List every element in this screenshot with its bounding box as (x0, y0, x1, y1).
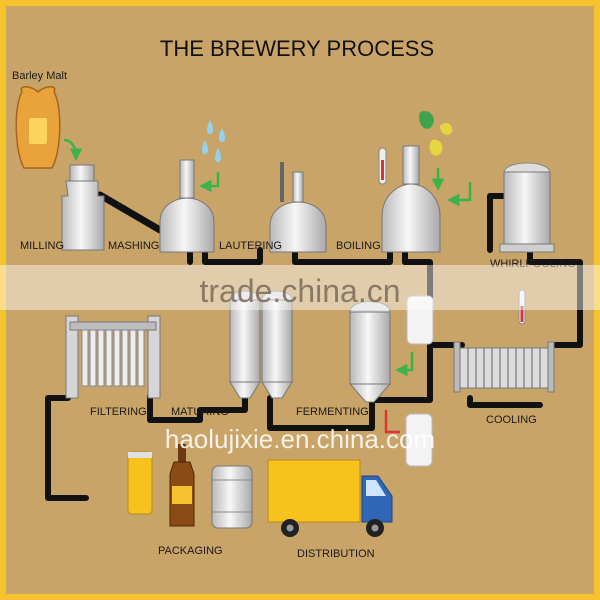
boil-kettle-icon (381, 145, 441, 253)
step-label-whirlpooling: WHIRLPOOLING (490, 258, 576, 270)
mill-hopper-icon (61, 164, 105, 251)
distribution-step: DISTRIBUTION (267, 459, 393, 560)
pipe-mill-to-mash (96, 191, 164, 234)
beer-bottle-icon (169, 444, 195, 527)
step-label-packaging: PACKAGING (158, 545, 223, 557)
hops-arrow-icon (447, 182, 472, 207)
yeast-arrow-icon (395, 352, 414, 377)
lautering-step: LAUTERING (219, 162, 327, 253)
cooling-thermometer-icon (518, 289, 526, 325)
malt-flow-arrow (63, 138, 83, 161)
water-arrow-icon (199, 172, 220, 193)
lauter-tun-icon (269, 162, 327, 253)
mashing-step: MASHING (108, 120, 225, 253)
watermark-bottom-text: haolujixie.en.china.com (165, 424, 435, 454)
filtering-step: FILTERING (65, 315, 161, 418)
step-label-maturing: MATURING (171, 406, 229, 418)
boiling-step: BOILING (336, 110, 472, 377)
delivery-truck-icon (267, 459, 393, 537)
plate-heat-exchanger-icon (453, 341, 555, 393)
step-label-fermenting: FERMENTING (296, 406, 369, 418)
step-label-mashing: MASHING (108, 240, 159, 252)
step-label-boiling: BOILING (336, 240, 381, 252)
barley-malt-label: Barley Malt (12, 70, 67, 82)
thermometer-icon (378, 147, 387, 185)
watermark-top-text: trade.china.cn (199, 273, 400, 309)
milling-step: MILLING (20, 164, 105, 252)
step-label-filtering: FILTERING (90, 406, 147, 418)
beer-keg-icon (211, 465, 253, 529)
beer-can-icon (127, 451, 153, 515)
step-label-cooling: COOLING (486, 414, 537, 426)
fermenter-icon (348, 301, 392, 403)
yeast-harvest-line (384, 410, 400, 434)
packaging-step: PACKAGING (127, 444, 253, 557)
water-drops-icon (202, 120, 225, 162)
whirlpool-tank-icon (499, 162, 555, 253)
barley-malt-input: Barley Malt (12, 70, 83, 169)
cooling-step: COOLING (453, 289, 555, 426)
filter-press-icon (65, 315, 161, 399)
maturing-step: MATURING (171, 290, 293, 418)
yeast-harvest-container-icon (405, 413, 433, 467)
whirlpooling-step: WHIRLPOOLING (490, 162, 576, 270)
packaging-products-icon (127, 444, 253, 529)
step-label-distribution: DISTRIBUTION (297, 548, 375, 560)
maturing-tanks-icon (229, 290, 293, 399)
watermark-top: trade.china.cn (0, 265, 600, 310)
fermenting-step: FERMENTING (296, 301, 433, 467)
step-label-milling: MILLING (20, 240, 64, 252)
diagram-title: THE BREWERY PROCESS (160, 36, 434, 61)
mash-tun-icon (159, 159, 215, 253)
malt-sack-icon (15, 86, 61, 169)
yeast-container-icon (406, 295, 434, 345)
step-label-lautering: LAUTERING (219, 240, 282, 252)
hops-icon (419, 110, 453, 156)
